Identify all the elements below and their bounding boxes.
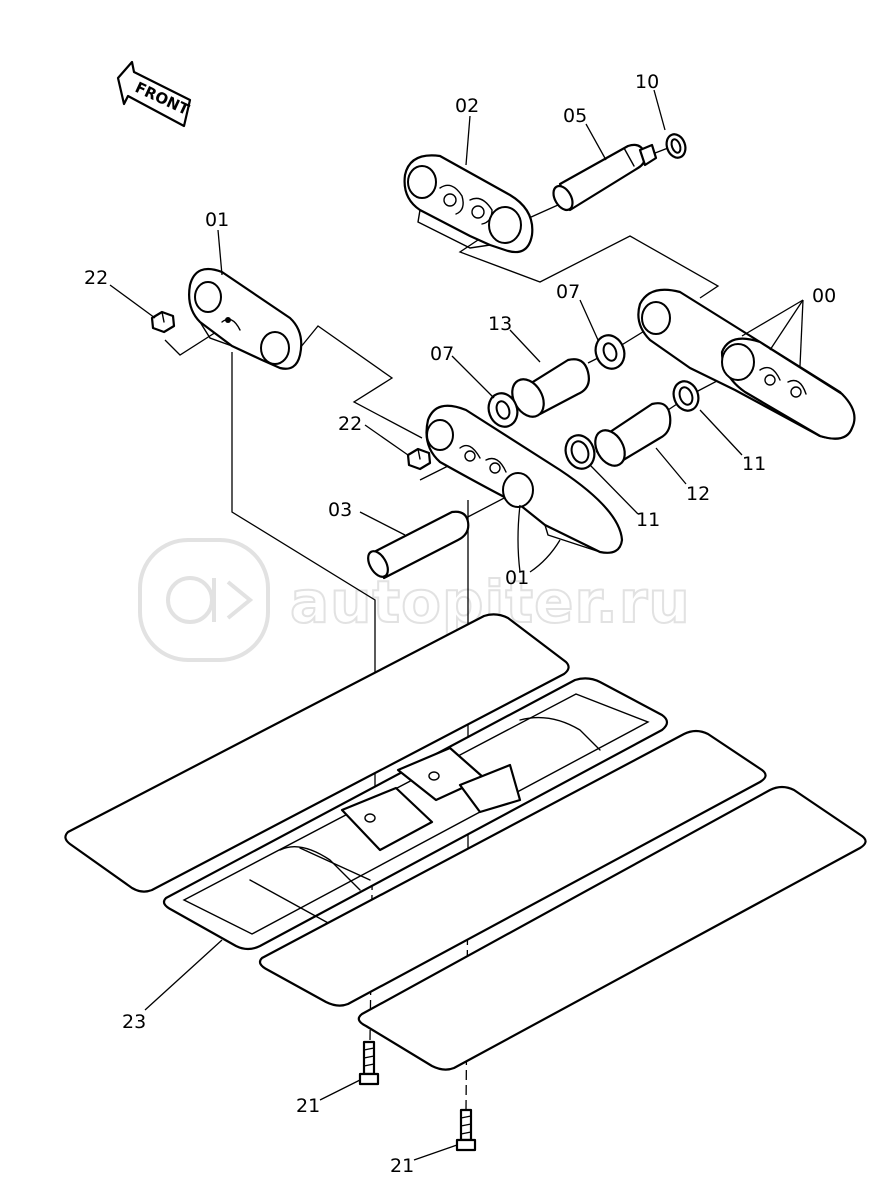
nut-22-left xyxy=(150,310,176,334)
label-13: 13 xyxy=(488,313,512,335)
bolt-21-upper xyxy=(358,1040,380,1086)
nut-22-middle xyxy=(406,447,432,471)
label-21-upper: 21 xyxy=(296,1095,320,1117)
link-01-middle xyxy=(425,404,624,554)
link-02 xyxy=(403,154,534,254)
part-labels: 02 05 10 01 22 00 07 13 07 22 11 12 11 0… xyxy=(84,71,836,1177)
label-07-lower: 07 xyxy=(430,343,454,365)
label-23: 23 xyxy=(122,1011,146,1033)
label-11-lower: 11 xyxy=(636,509,660,531)
label-12: 12 xyxy=(686,483,710,505)
label-22-mid: 22 xyxy=(338,413,362,435)
ring-11-lower xyxy=(564,434,596,470)
label-01-top: 01 xyxy=(205,209,229,231)
label-07-upper: 07 xyxy=(556,281,580,303)
label-01-bottom: 01 xyxy=(505,567,529,589)
seal-07-upper xyxy=(594,334,626,370)
label-10: 10 xyxy=(635,71,659,93)
seal-07-lower xyxy=(487,392,519,428)
autopiter-logo-icon xyxy=(138,538,270,662)
pin-03 xyxy=(367,510,470,580)
label-00: 00 xyxy=(812,285,836,307)
label-05: 05 xyxy=(563,105,587,127)
link-01-top xyxy=(188,267,303,370)
callout-leaders xyxy=(109,89,804,1161)
label-11-right: 11 xyxy=(742,453,766,475)
bushing-13 xyxy=(511,358,590,418)
pin-05 xyxy=(552,143,658,212)
snap-ring-10 xyxy=(665,133,687,159)
bushing-12 xyxy=(594,402,672,467)
label-21-lower: 21 xyxy=(390,1155,414,1177)
bolt-21-lower xyxy=(455,1108,477,1152)
label-22-left: 22 xyxy=(84,267,108,289)
ring-11-right xyxy=(672,380,700,412)
track-shoe-23 xyxy=(64,613,867,1071)
front-arrow-icon: FRONT xyxy=(116,60,193,128)
label-03: 03 xyxy=(328,499,352,521)
link-00 xyxy=(637,288,856,440)
label-02: 02 xyxy=(455,95,479,117)
